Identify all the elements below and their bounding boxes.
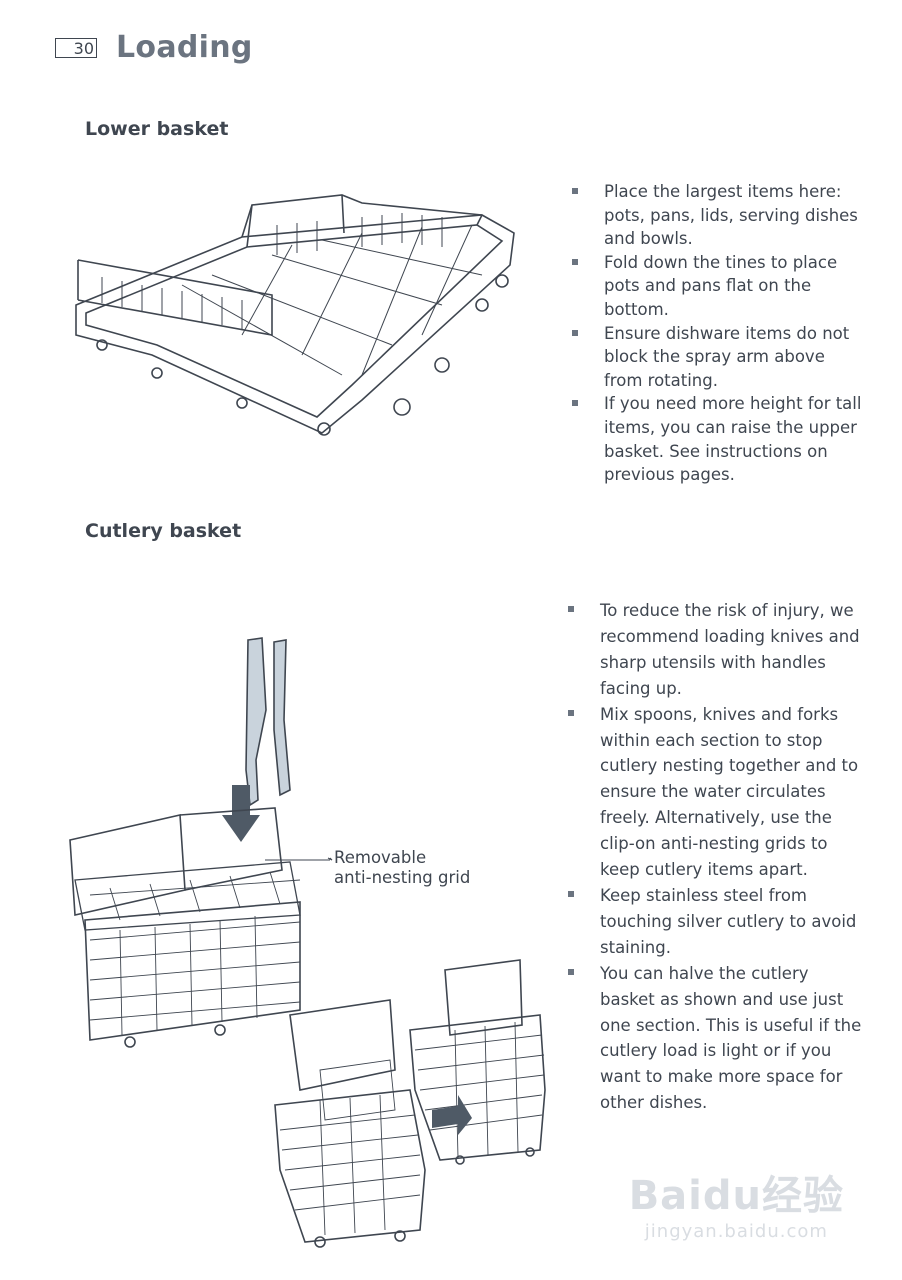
list-item: Ensure dishware items do not block the s… bbox=[572, 322, 862, 393]
page-title: Loading bbox=[116, 30, 253, 65]
lower-basket-illustration bbox=[75, 194, 515, 436]
list-item: You can halve the cutlery basket as show… bbox=[568, 961, 868, 1116]
callout-line-1: Removable bbox=[334, 848, 427, 867]
arrow-left-icon bbox=[432, 1095, 472, 1135]
lower-basket-bullet-list: Place the largest items here: pots, pans… bbox=[572, 180, 862, 487]
lower-basket-heading: Lower basket bbox=[85, 118, 229, 140]
anti-nesting-grid-callout: Removable anti-nesting grid bbox=[334, 848, 470, 888]
list-item: Place the largest items here: pots, pans… bbox=[572, 180, 862, 251]
cutlery-basket-bullet-list: To reduce the risk of injury, we recomme… bbox=[568, 598, 868, 1116]
watermark-logo: Baidu经验 bbox=[628, 1173, 844, 1219]
knife-icon bbox=[245, 637, 267, 807]
cutlery-basket-heading: Cutlery basket bbox=[85, 520, 242, 542]
watermark: Baidu经验 jingyan.baidu.com bbox=[629, 1163, 844, 1242]
list-item: Mix spoons, knives and forks within each… bbox=[568, 702, 868, 883]
knife-icon bbox=[273, 639, 291, 797]
watermark-url: jingyan.baidu.com bbox=[644, 1221, 828, 1242]
list-item: Keep stainless steel from touching silve… bbox=[568, 883, 868, 961]
callout-line-2: anti-nesting grid bbox=[334, 868, 471, 887]
list-item: Fold down the tines to place pots and pa… bbox=[572, 251, 862, 322]
page-number: 30 bbox=[55, 38, 97, 58]
list-item: If you need more height for tall items, … bbox=[572, 392, 862, 486]
list-item: To reduce the risk of injury, we recomme… bbox=[568, 598, 868, 702]
arrow-down-icon bbox=[222, 785, 260, 842]
cutlery-basket-illustration bbox=[69, 637, 546, 1248]
